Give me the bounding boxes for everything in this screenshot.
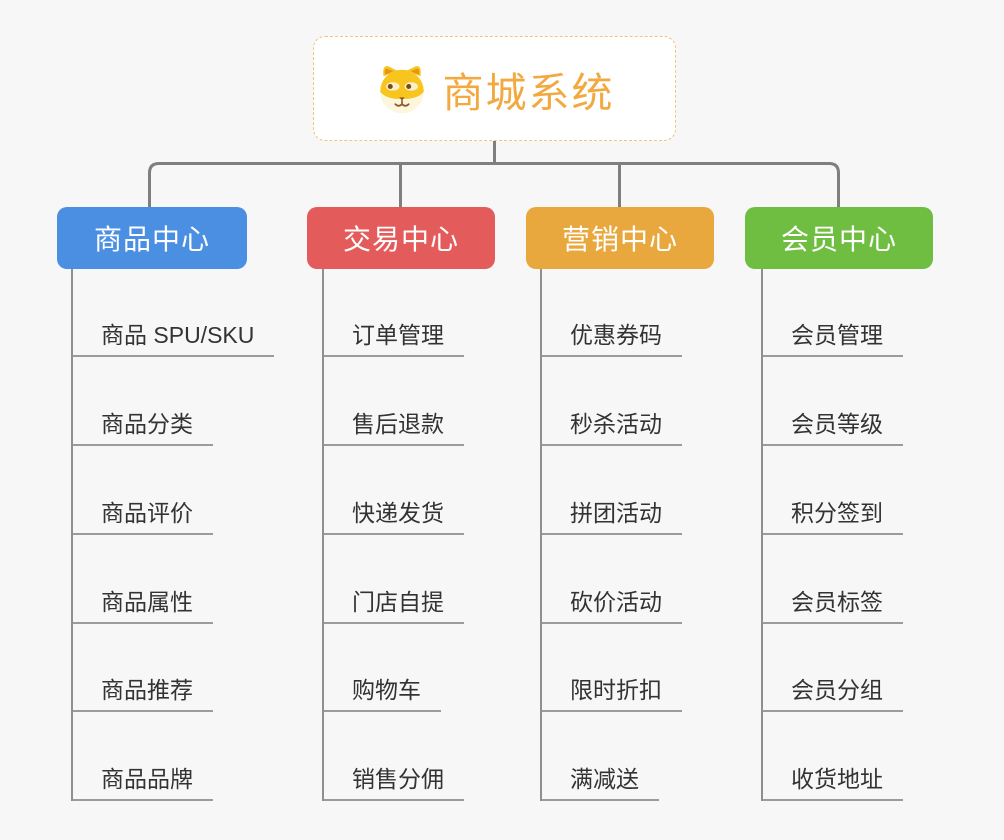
child-topic[interactable]: 门店自提 (324, 582, 464, 624)
child-topic[interactable]: 销售分佣 (324, 759, 464, 801)
branch-children-column-member: 会员管理 会员等级 积分签到 会员标签 会员分组 收货地址 (761, 269, 973, 801)
child-topic[interactable]: 商品推荐 (73, 670, 213, 712)
child-topic[interactable]: 售后退款 (324, 404, 464, 446)
child-topic[interactable]: 商品评价 (73, 493, 213, 535)
child-topic[interactable]: 商品品牌 (73, 759, 213, 801)
branch-rail-line (148, 162, 840, 208)
child-topic[interactable]: 积分签到 (763, 493, 903, 535)
child-topic[interactable]: 商品分类 (73, 404, 213, 446)
root-title: 商城系统 (442, 69, 615, 116)
child-topic[interactable]: 砍价活动 (542, 582, 682, 624)
child-topic[interactable]: 收货地址 (763, 759, 903, 801)
branch-node-trade-center[interactable]: 交易中心 (307, 207, 495, 269)
branch-children-column-product: 商品 SPU/SKU 商品分类 商品评价 商品属性 商品推荐 商品品牌 (71, 269, 303, 801)
child-topic[interactable]: 会员标签 (763, 582, 903, 624)
child-topic[interactable]: 秒杀活动 (542, 404, 682, 446)
child-topic[interactable]: 满减送 (542, 759, 659, 801)
root-node[interactable]: 商城系统 (313, 36, 676, 141)
child-topic[interactable]: 拼团活动 (542, 493, 682, 535)
child-topic[interactable]: 会员管理 (763, 315, 903, 357)
branch-node-product-center[interactable]: 商品中心 (57, 207, 247, 269)
child-topic[interactable]: 购物车 (324, 670, 441, 712)
shiba-dog-icon (379, 65, 424, 113)
branch-node-marketing-center[interactable]: 营销中心 (526, 207, 714, 269)
child-topic[interactable]: 商品 SPU/SKU (73, 315, 275, 357)
branch-children-column-marketing: 优惠券码 秒杀活动 拼团活动 砍价活动 限时折扣 满减送 (540, 269, 752, 801)
branch-node-member-center[interactable]: 会员中心 (745, 207, 933, 269)
child-topic[interactable]: 订单管理 (324, 315, 464, 357)
child-topic[interactable]: 快递发货 (324, 493, 464, 535)
child-topic[interactable]: 会员分组 (763, 670, 903, 712)
child-topic[interactable]: 限时折扣 (542, 670, 682, 712)
branch-children-column-trade: 订单管理 售后退款 快递发货 门店自提 购物车 销售分佣 (322, 269, 534, 801)
child-topic[interactable]: 优惠券码 (542, 315, 682, 357)
child-topic[interactable]: 会员等级 (763, 404, 903, 446)
child-topic[interactable]: 商品属性 (73, 582, 213, 624)
